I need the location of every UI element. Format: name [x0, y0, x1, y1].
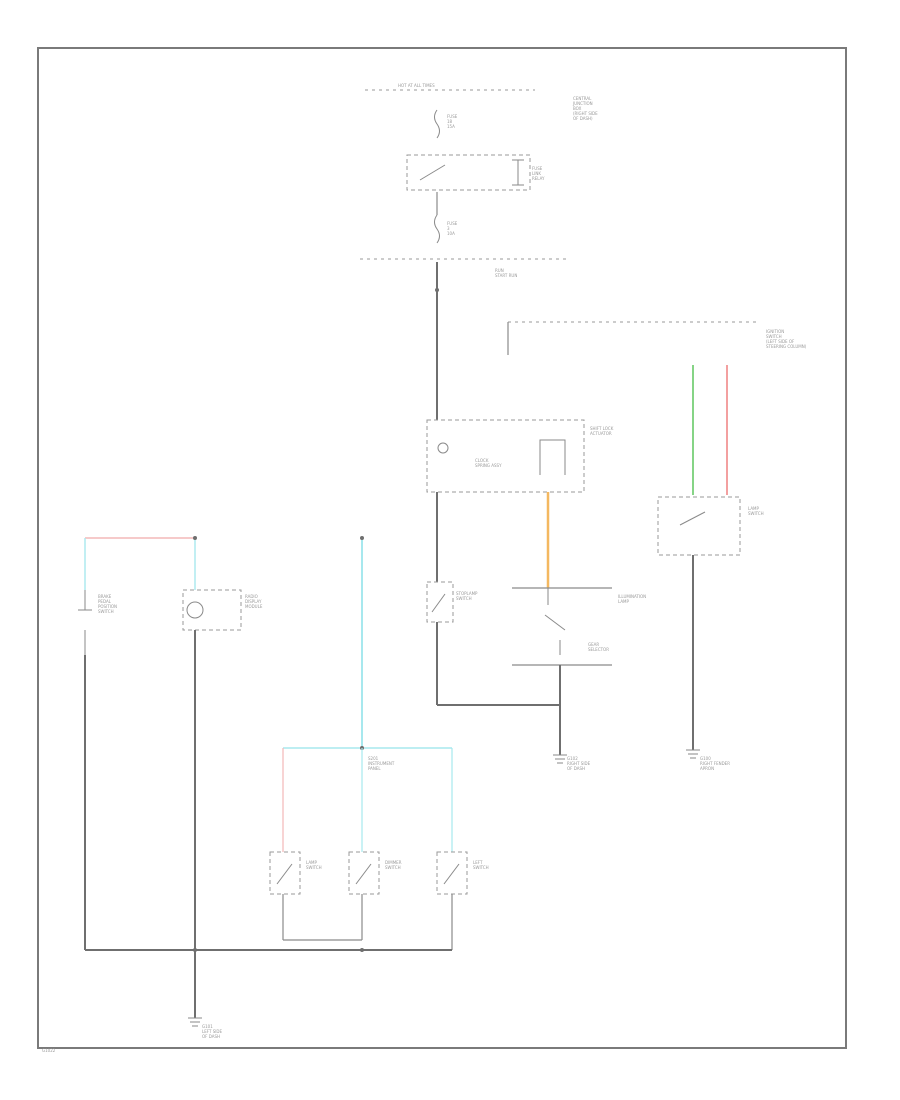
switch-2-box	[348, 851, 380, 895]
fuse-top-symbol	[434, 109, 440, 139]
relay-switch-symbol	[419, 159, 524, 186]
fuse-link-relay-box	[406, 154, 531, 191]
switch-1-box	[269, 851, 301, 895]
ground-symbol-3	[686, 749, 700, 759]
shift-lock-actuator-box	[426, 419, 585, 493]
lamp-switch-box	[657, 496, 741, 556]
fuse-mid-symbol	[434, 214, 440, 244]
stoplamp-switch-box	[426, 581, 454, 623]
corner-label: G1022	[42, 1048, 56, 1053]
diagram-frame	[37, 47, 847, 1049]
radio-display-module-box	[182, 589, 242, 631]
ground-symbol-1	[188, 1017, 202, 1027]
ground-symbol-2	[553, 754, 567, 764]
top-bus-label: HOT AT ALL TIMES	[398, 83, 435, 88]
